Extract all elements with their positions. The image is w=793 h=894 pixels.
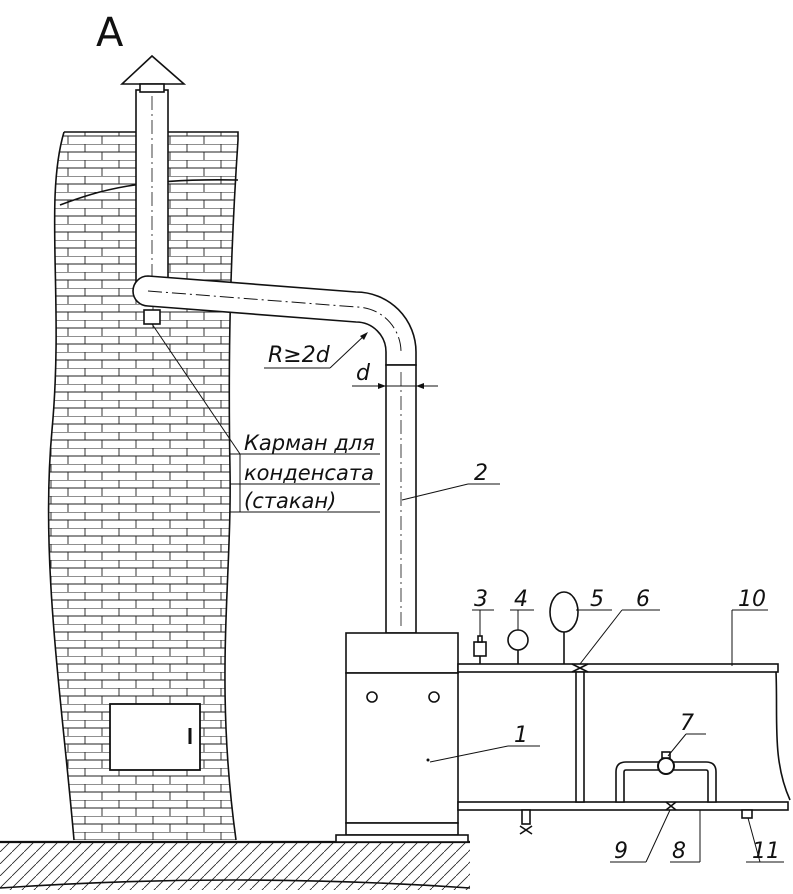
condensate-label-line-2: конденсата bbox=[244, 461, 374, 485]
condensate-label-line-1: Карман для bbox=[244, 431, 375, 455]
condensate-leader bbox=[151, 323, 380, 513]
view-letter: A bbox=[96, 10, 124, 56]
floor bbox=[0, 834, 471, 890]
callout-6: 6 bbox=[636, 587, 650, 612]
callout-11: 11 bbox=[752, 839, 780, 864]
callout-leaders bbox=[401, 483, 784, 863]
flue-pipe bbox=[132, 275, 417, 366]
diameter-dimension bbox=[352, 366, 438, 390]
wall-firebox-door bbox=[109, 703, 201, 771]
callout-3: 3 bbox=[474, 587, 488, 612]
callout-5: 5 bbox=[590, 587, 604, 612]
callout-1: 1 bbox=[514, 723, 528, 748]
callout-9: 9 bbox=[614, 839, 628, 864]
boiler-flue bbox=[385, 364, 417, 634]
callout-10: 10 bbox=[738, 587, 766, 612]
callout-2: 2 bbox=[474, 461, 488, 486]
callout-8: 8 bbox=[672, 839, 686, 864]
condensate-label-line-3: (стакан) bbox=[244, 489, 336, 513]
bend-radius-label: R≥2d bbox=[268, 343, 331, 368]
heating-pipes bbox=[457, 591, 791, 835]
callout-4: 4 bbox=[514, 587, 528, 612]
bend-radius-leader bbox=[264, 332, 368, 369]
callout-7: 7 bbox=[680, 711, 694, 736]
boiler bbox=[345, 632, 459, 836]
diameter-label: d bbox=[356, 361, 371, 386]
